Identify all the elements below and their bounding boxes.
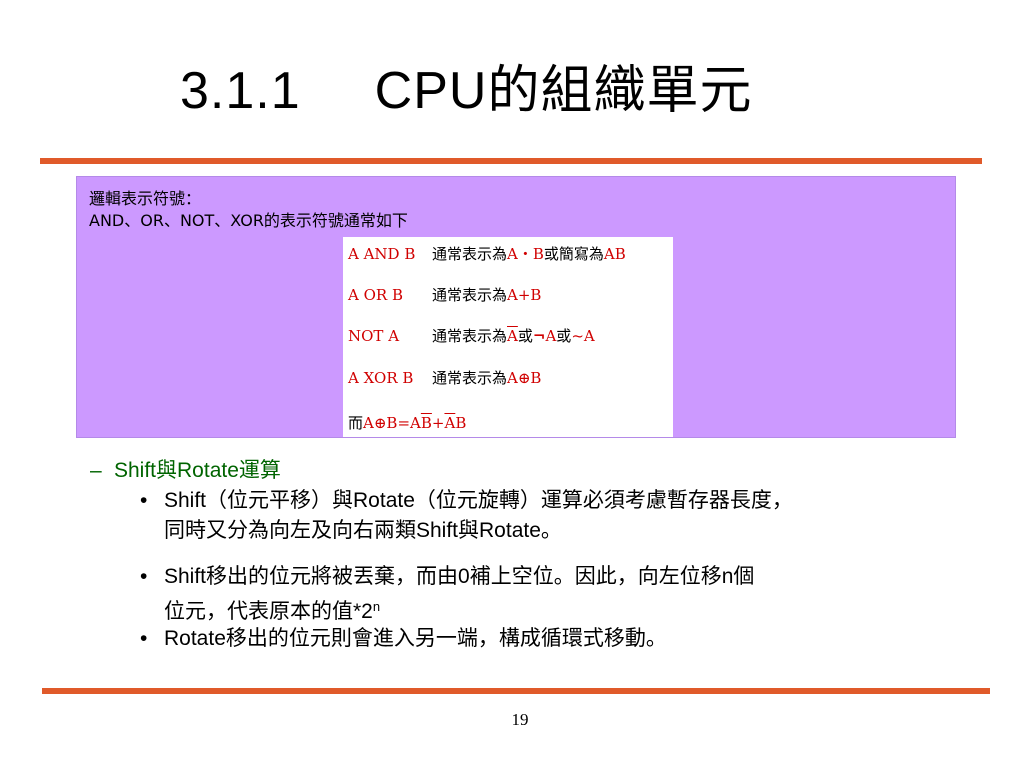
sub-bullet-shift: • Shift移出的位元將被丟棄，而由0補上空位。因此，向左位移n個 位元，代表…: [140, 562, 754, 627]
page-number: 19: [511, 710, 529, 729]
not-or-text: 或: [517, 327, 533, 345]
dash-marker: –: [90, 459, 102, 482]
and-or-text: 或簡寫為: [543, 245, 604, 263]
and-short-form: AB: [603, 245, 626, 263]
bullet-line: Shift（位元平移）與Rotate（位元旋轉）運算必須考慮暫存器長度，: [164, 489, 793, 512]
xor-form: A⊕B: [507, 369, 542, 387]
row-xor-formula: 而A⊕B=AB+AB: [348, 412, 466, 433]
op-desc: 通常表示為: [432, 286, 508, 304]
not-sign-operand: A: [545, 327, 557, 345]
or-form: A+B: [507, 286, 542, 304]
op-desc: 通常表示為: [432, 245, 508, 263]
op-label: A XOR B: [348, 369, 414, 387]
bullet-shift-rotate: –Shift與Rotate運算: [90, 454, 281, 484]
box-intro: AND、OR、NOT、XOR的表示符號通常如下: [89, 211, 408, 230]
not-sign-icon: ¬: [532, 327, 546, 345]
logic-symbols-box: 邏輯表示符號： AND、OR、NOT、XOR的表示符號通常如下 A AND B 通…: [76, 176, 956, 438]
term2-b: B: [455, 414, 467, 432]
and-form: A・B: [507, 245, 544, 263]
bullet-line: Shift移出的位元將被丟棄，而由0補上空位。因此，向左位移n個: [164, 565, 755, 588]
section-number: 3.1.1: [180, 62, 301, 120]
bullet-line-with-exponent: 位元，代表原本的值*2n: [140, 592, 754, 627]
not-bar-form: A: [507, 327, 518, 345]
row-and: A AND B 通常表示為A・B或簡寫為AB: [348, 243, 626, 264]
not-or-text-2: 或: [556, 327, 572, 345]
formula-plus: +: [431, 414, 445, 432]
sub-bullet-definition: • Shift（位元平移）與Rotate（位元旋轉）運算必須考慮暫存器長度， 同…: [140, 486, 793, 546]
bottom-divider: [42, 688, 990, 694]
bullet-line: 同時又分為向左及向右兩類Shift與Rotate。: [164, 519, 562, 542]
term1-a: A: [410, 414, 421, 432]
op-label: NOT A: [348, 327, 400, 345]
slide-title: 3.1.1 CPU的組織單元: [180, 48, 752, 123]
bullet-dot: •: [140, 489, 148, 512]
row-or: A OR B 通常表示為A+B: [348, 284, 541, 305]
op-desc: 通常表示為: [432, 327, 508, 345]
bullet-text: Shift與Rotate運算: [114, 459, 281, 482]
bullet-line: Rotate移出的位元則會進入另一端，構成循環式移動。: [164, 627, 667, 650]
op-label: A OR B: [348, 286, 403, 304]
bullet-line-text: 位元，代表原本的值*2: [164, 600, 373, 623]
row-xor: A XOR B 通常表示為A⊕B: [348, 367, 541, 388]
top-divider: [40, 158, 982, 164]
op-label: A AND B: [348, 245, 416, 263]
bullet-dot: •: [140, 627, 148, 650]
not-tilde-form: ~A: [571, 327, 595, 345]
exponent: n: [372, 599, 381, 614]
formula-prefix: 而: [348, 414, 364, 432]
bullet-dot: •: [140, 565, 148, 588]
op-desc: 通常表示為: [432, 369, 508, 387]
term1-b-complement: B: [420, 414, 432, 432]
title-text: CPU的組織單元: [374, 62, 753, 120]
box-heading: 邏輯表示符號：: [89, 189, 202, 208]
sub-bullet-rotate: • Rotate移出的位元則會進入另一端，構成循環式移動。: [140, 624, 667, 654]
term2-a-complement: A: [444, 414, 456, 432]
formula-lhs: A⊕B=: [363, 414, 411, 432]
